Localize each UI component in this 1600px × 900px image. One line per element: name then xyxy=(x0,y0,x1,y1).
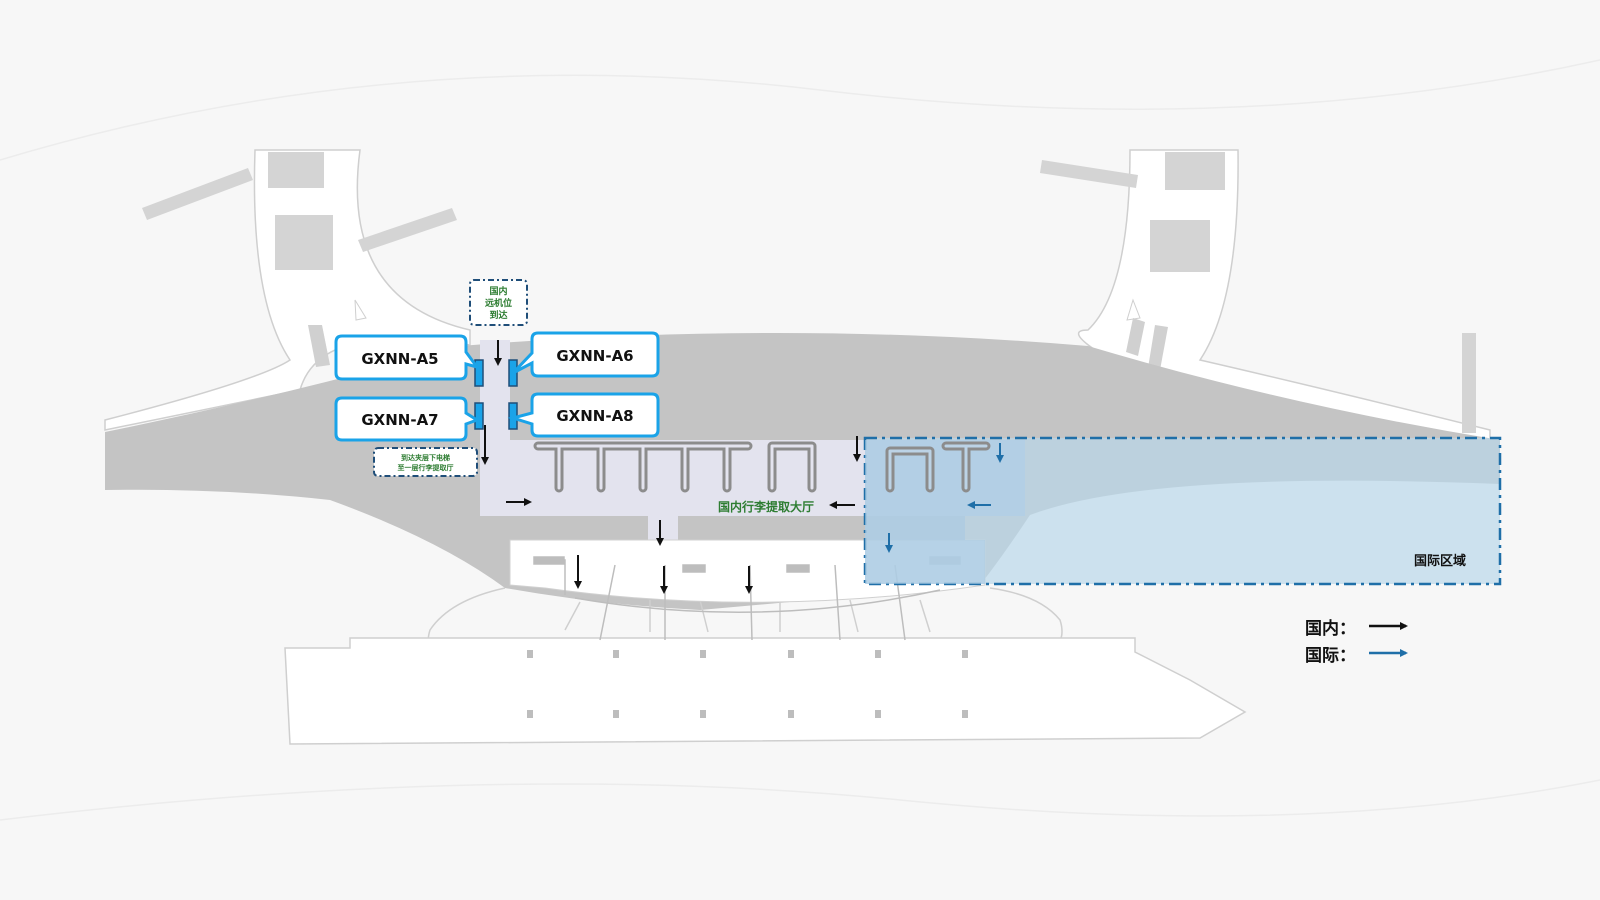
lower-level-outline xyxy=(284,587,1247,745)
callout-gxnn-a5[interactable]: GXNN-A5 xyxy=(334,334,481,381)
gate-marker-a7 xyxy=(474,402,484,430)
callout-gxnn-a8[interactable]: GXNN-A8 xyxy=(507,392,660,438)
legend-international-label: 国际： xyxy=(1305,646,1356,666)
remote-stand-note-line2: 远机位 xyxy=(485,297,512,309)
callout-gxnn-a7[interactable]: GXNN-A7 xyxy=(334,396,481,442)
international-flow-arrows xyxy=(885,443,1004,553)
remote-stand-note-line3: 到达 xyxy=(489,309,507,321)
callout-label-a6: GXNN-A6 xyxy=(556,347,633,365)
callout-gxnn-a6[interactable]: GXNN-A6 xyxy=(511,331,660,378)
terminal-piers xyxy=(104,149,1491,441)
callout-label-a5: GXNN-A5 xyxy=(361,350,438,368)
international-hall-overlay xyxy=(865,440,1025,584)
domestic-flow-arrows xyxy=(481,340,861,594)
elevator-note: 到达夹层下电梯 至一层行李提取厅 xyxy=(373,447,478,477)
callout-label-a8: GXNN-A8 xyxy=(556,407,633,425)
elevator-note-line1: 到达夹层下电梯 xyxy=(401,453,450,462)
international-area-label: 国际区域 xyxy=(1414,553,1466,569)
elevator-note-line2: 至一层行李提取厅 xyxy=(398,463,454,472)
legend-domestic-label: 国内： xyxy=(1305,618,1356,639)
legend: 国内： 国际： xyxy=(1305,618,1408,666)
remote-stand-note: 国内 远机位 到达 xyxy=(469,279,528,326)
gate-marker-a5 xyxy=(474,359,484,387)
lower-level-columns xyxy=(527,650,968,718)
callout-label-a7: GXNN-A7 xyxy=(361,411,438,429)
background-decoration xyxy=(0,59,1600,821)
domestic-hall-label: 国内行李提取大厅 xyxy=(718,499,814,514)
remote-stand-note-line1: 国内 xyxy=(489,285,507,297)
